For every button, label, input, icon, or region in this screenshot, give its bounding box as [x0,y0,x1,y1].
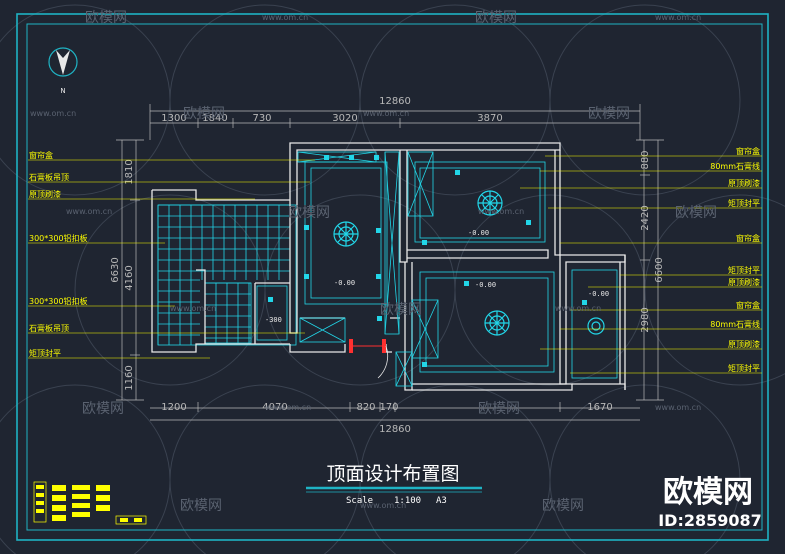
left-label-3: 原顶刷漆 [29,189,61,199]
left-label-1: 窗帘盒 [29,150,53,160]
dim-right-total: 6600 [654,257,665,282]
dim-top-total: 12860 [379,96,411,107]
wm-13: 欧模网 [380,302,422,318]
outer-frame [16,13,769,541]
wm-5: 欧模网 [183,106,225,122]
dim-top-seg-3: 730 [252,113,271,124]
left-label-6: 石膏板吊顶 [29,323,69,333]
curtain-boxes [256,151,439,387]
right-label-1: 窗帘盒 [736,146,760,156]
scale-value: 1:100 [394,496,421,506]
brand-watermark: 欧模网 [663,475,753,510]
dim-bottom-seg-3: 820 [356,402,375,413]
leader-lines [28,155,762,374]
dim-top-seg-4: 3020 [332,113,357,124]
pendant-light-bedroom-2 [484,310,510,336]
wm-22: 欧模网 [542,498,584,514]
level-marks: -0.00 -0.00 -0.00 -0.00 -300 [265,229,609,324]
dim-bottom-seg-1: 1200 [161,402,186,413]
dim-bottom-seg-5: 1670 [587,402,612,413]
right-label-10: 原顶刷漆 [728,339,760,349]
wm-6: www.om.cn [363,109,409,118]
tiled-ceiling-area [157,204,297,346]
dim-right-seg-1: 880 [640,150,651,169]
right-label-4: 矩顶封平 [728,198,760,208]
wm-10: www.om.cn [478,207,524,216]
inner-frame [26,23,763,531]
paper-size: A3 [436,496,447,506]
dim-left-seg-2: 4160 [124,265,135,290]
left-label-2: 石膏板吊顶 [29,172,69,182]
wm-3: 欧模网 [475,10,517,26]
level-balcony: -0.00 [588,290,609,298]
wm-21: www.om.cn [360,501,406,510]
wm-2: www.om.cn [262,13,308,22]
dim-top-seg-1: 1300 [161,113,186,124]
dim-right-seg-3: 2980 [640,307,651,332]
dim-bottom-total: 12860 [379,424,411,435]
light-fixtures [333,190,605,336]
ceiling-light-balcony [587,317,605,335]
dim-bottom-seg-4: 170 [379,402,398,413]
dim-top-seg-5: 3870 [477,113,502,124]
pendant-light-living [333,221,359,247]
dim-right-seg-2: 2420 [640,205,651,230]
wm-18: 欧模网 [478,401,520,417]
scale-label: Scale [346,496,373,506]
dim-left-seg-1: 1810 [124,159,135,184]
left-annotations: 窗帘盒 石膏板吊顶 原顶刷漆 300*300铝扣板 300*300铝扣板 石膏板… [29,150,88,358]
dim-left-total: 6630 [110,257,121,282]
dimension-lines [116,104,664,421]
wm-12: www.om.cn [66,207,112,216]
right-label-9: 80mm石膏线 [710,319,760,329]
dim-bottom-seg-2: 4070 [262,402,287,413]
wm-1: 欧模网 [85,10,127,26]
wm-7: 欧模网 [588,106,630,122]
left-label-5: 300*300铝扣板 [29,296,88,306]
dim-left-seg-3: 1160 [124,365,135,390]
watermark-circles [0,4,785,554]
right-label-8: 窗帘盒 [736,300,760,310]
dim-top-seg-2: 1840 [202,113,227,124]
level-bath: -300 [265,316,282,324]
wm-20: 欧模网 [180,498,222,514]
right-label-11: 矩顶封平 [728,363,760,373]
door [349,339,389,379]
north-label: N [60,87,65,95]
level-living: -0.00 [334,279,355,287]
right-label-3: 原顶刷漆 [728,178,760,188]
wm-14: www.om.cn [170,304,216,313]
wm-17: www.om.cn [265,403,311,412]
drawing-title: 顶面设计布置图 [326,463,459,485]
wm-16: 欧模网 [82,401,124,417]
wm-8: www.om.cn [30,109,76,118]
north-arrow [48,47,78,77]
pendant-light-bedroom-1 [477,190,503,216]
right-label-2: 80mm石膏线 [710,161,760,171]
right-label-6: 矩顶封平 [728,265,760,275]
wm-11: 欧模网 [675,205,717,221]
id-watermark: ID:2859087 [658,511,762,530]
right-annotations: 窗帘盒 80mm石膏线 原顶刷漆 矩顶封平 窗帘盒 矩顶封平 原顶刷漆 窗帘盒 … [710,146,760,373]
wm-19: www.om.cn [655,403,701,412]
watermarks: 欧模网 www.om.cn 欧模网 www.om.cn 欧模网 www.om.c… [30,10,717,514]
left-label-4: 300*300铝扣板 [29,233,88,243]
level-bedroom-1: -0.00 [468,229,489,237]
wm-9: 欧模网 [288,205,330,221]
legend-block [33,481,147,525]
wm-4: www.om.cn [655,13,701,22]
wm-15: www.om.cn [555,304,601,313]
right-label-5: 窗帘盒 [736,233,760,243]
level-bedroom-2: -0.00 [475,281,496,289]
downlights [268,155,587,367]
right-label-7: 原顶刷漆 [728,277,760,287]
left-label-7: 矩顶封平 [29,348,61,358]
dimension-texts: 12860 1300 1840 730 3020 3870 1200 4070 … [110,96,665,435]
